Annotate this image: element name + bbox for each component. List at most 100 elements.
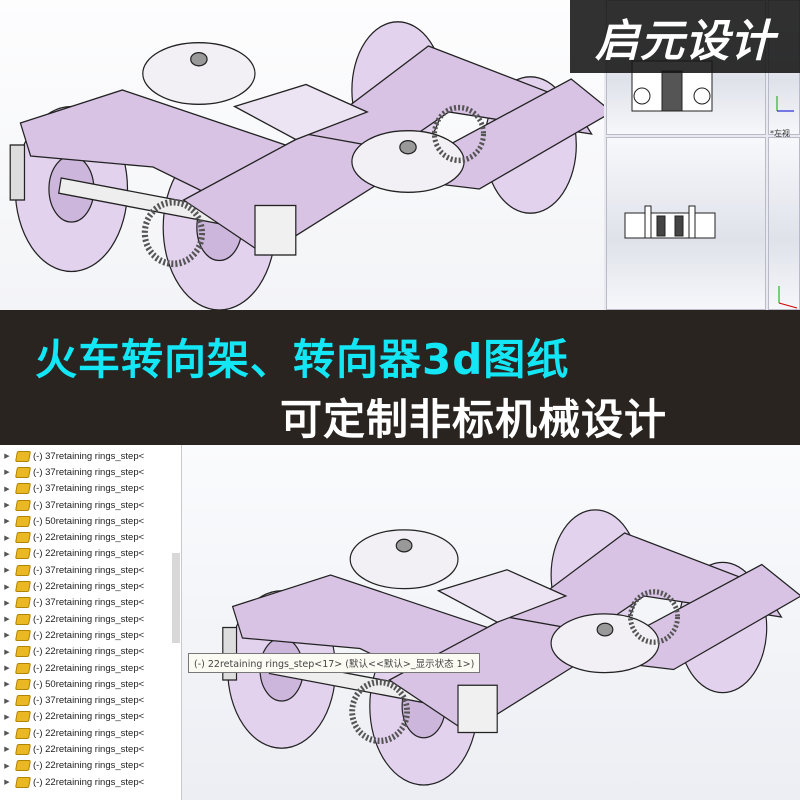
part-icon: [15, 548, 31, 560]
tree-item[interactable]: ▶ (-) 22retaining rings_step<: [0, 611, 181, 627]
part-icon: [15, 743, 31, 755]
expand-arrow-icon[interactable]: ▶: [4, 599, 10, 607]
tree-item[interactable]: ▶ (-) 22retaining rings_step<: [0, 709, 181, 725]
iso-view[interactable]: [768, 137, 800, 310]
tree-item-label: (-) 22retaining rings_step<: [33, 646, 145, 658]
tree-item-label: (-) 22retaining rings_step<: [33, 548, 145, 560]
expand-arrow-icon[interactable]: ▶: [4, 779, 10, 787]
bogie-model-bottom: [183, 445, 800, 800]
tree-item[interactable]: ▶ (-) 37retaining rings_step<: [0, 692, 181, 708]
expand-arrow-icon[interactable]: ▶: [4, 453, 10, 461]
part-icon: [15, 564, 31, 576]
expand-arrow-icon[interactable]: ▶: [4, 697, 10, 705]
tree-item-label: (-) 37retaining rings_step<: [33, 466, 145, 478]
expand-arrow-icon[interactable]: ▶: [4, 534, 10, 542]
expand-arrow-icon[interactable]: ▶: [4, 518, 10, 526]
part-icon: [15, 597, 31, 609]
tree-item-label: (-) 22retaining rings_step<: [33, 760, 145, 772]
part-icon: [15, 581, 31, 593]
expand-arrow-icon[interactable]: ▶: [4, 502, 10, 510]
tree-item-label: (-) 37retaining rings_step<: [33, 597, 145, 609]
axis-triad-icon: [778, 286, 798, 309]
expand-arrow-icon[interactable]: ▶: [4, 550, 10, 558]
tree-item-label: (-) 22retaining rings_step<: [33, 727, 145, 739]
tree-item[interactable]: ▶ (-) 50retaining rings_step<: [0, 513, 181, 529]
tree-item[interactable]: ▶ (-) 22retaining rings_step<: [0, 774, 181, 790]
tree-item-label: (-) 22retaining rings_step<: [33, 711, 145, 723]
part-icon: [15, 678, 31, 690]
tree-item-label: (-) 22retaining rings_step<: [33, 629, 145, 641]
tree-item[interactable]: ▶ (-) 22retaining rings_step<: [0, 529, 181, 545]
expand-arrow-icon[interactable]: ▶: [4, 762, 10, 770]
tree-item[interactable]: ▶ (-) 22retaining rings_step<: [0, 546, 181, 562]
tree-item[interactable]: ▶ (-) 37retaining rings_step<: [0, 595, 181, 611]
expand-arrow-icon[interactable]: ▶: [4, 648, 10, 656]
tree-item-label: (-) 37retaining rings_step<: [33, 564, 145, 576]
cad-top-screenshot: *左视 启元设计: [0, 0, 800, 310]
cad-bottom-screenshot: ▶ (-) 37retaining rings_step< ▶ (-) 37retai…: [0, 445, 800, 800]
tree-item[interactable]: ▶ (-) 37retaining rings_step<: [0, 481, 181, 497]
expand-arrow-icon[interactable]: ▶: [4, 665, 10, 672]
part-icon: [15, 727, 31, 739]
expand-arrow-icon[interactable]: ▶: [4, 567, 10, 575]
axis-triad-icon: [776, 96, 794, 112]
tree-item-label: (-) 22retaining rings_step<: [33, 776, 145, 788]
expand-arrow-icon[interactable]: ▶: [4, 616, 10, 624]
expand-arrow-icon[interactable]: ▶: [4, 730, 10, 738]
part-icon: [15, 450, 31, 462]
expand-arrow-icon[interactable]: ▶: [4, 746, 10, 754]
tree-scrollbar[interactable]: [172, 553, 180, 643]
expand-arrow-icon[interactable]: ▶: [4, 681, 10, 689]
tree-item[interactable]: ▶ (-) 22retaining rings_step<: [0, 644, 181, 660]
tree-item-label: (-) 22retaining rings_step<: [33, 743, 145, 755]
expand-arrow-icon[interactable]: ▶: [4, 583, 10, 591]
top-view[interactable]: [606, 137, 766, 310]
tree-item-label: (-) 37retaining rings_step<: [33, 483, 145, 495]
tree-item[interactable]: ▶ (-) 22retaining rings_step<: [0, 758, 181, 774]
tree-item[interactable]: ▶ (-) 37retaining rings_step<: [0, 562, 181, 578]
part-icon: [15, 646, 31, 658]
tree-item-label: (-) 50retaining rings_step<: [33, 515, 145, 527]
promo-banner: 火车转向架、转向器3d图纸 可定制非标机械设计: [0, 310, 800, 445]
tree-item-label: (-) 37retaining rings_step<: [33, 499, 145, 511]
brand-logo: 启元设计: [570, 0, 800, 73]
expand-arrow-icon[interactable]: ▶: [4, 485, 10, 493]
banner-subtitle: 可定制非标机械设计: [280, 395, 668, 444]
tree-item[interactable]: ▶ (-) 22retaining rings_step<: [0, 741, 181, 757]
main-3d-view[interactable]: [0, 0, 605, 310]
part-icon: [15, 629, 31, 641]
tree-item-label: (-) 37retaining rings_step<: [33, 450, 145, 462]
tree-item[interactable]: ▶(-) 22retaining rings_step<: [0, 578, 181, 594]
expand-arrow-icon[interactable]: ▶: [4, 632, 10, 640]
part-icon: [15, 613, 31, 625]
part-icon: [15, 776, 31, 788]
tree-item[interactable]: ▶ (-) 50retaining rings_step<: [0, 676, 181, 692]
tree-item[interactable]: ▶ (-) 37retaining rings_step<: [0, 448, 181, 464]
expand-arrow-icon[interactable]: ▶: [4, 469, 10, 477]
tree-item[interactable]: ▶ (-) 22retaining rings_step<: [0, 660, 181, 676]
tree-item-label: (-) 22retaining rings_step<: [33, 613, 145, 625]
tree-item[interactable]: ▶ (-) 37retaining rings_step<: [0, 497, 181, 513]
tree-item[interactable]: ▶ (-) 22retaining rings_step<: [0, 627, 181, 643]
view-label: *左视: [770, 129, 790, 138]
tree-item[interactable]: ▶ (-) 37retaining rings_step<: [0, 464, 181, 480]
expand-arrow-icon[interactable]: ▶: [4, 713, 10, 721]
part-icon: [15, 499, 31, 511]
part-icon: [15, 760, 31, 772]
part-icon: [15, 515, 31, 527]
tree-item[interactable]: ▶ (-) 22retaining rings_step<: [0, 725, 181, 741]
part-icon: [15, 466, 31, 478]
feature-tree[interactable]: ▶ (-) 37retaining rings_step< ▶ (-) 37retai…: [0, 445, 182, 800]
part-icon: [15, 662, 31, 674]
main-3d-view-bottom[interactable]: [183, 445, 800, 800]
part-icon: [15, 483, 31, 495]
part-icon: [15, 695, 31, 707]
tree-item-label: (-) 22retaining rings_step<: [33, 532, 145, 544]
tree-item-label: (-) 50retaining rings_step<: [33, 678, 145, 690]
tree-item-label: (-) 22retaining rings_step<: [33, 662, 145, 674]
part-tooltip: (-) 22retaining rings_step<17> (默认<<默认>_…: [188, 653, 481, 673]
tree-item-label: (-) 37retaining rings_step<: [33, 695, 145, 707]
part-icon: [15, 532, 31, 544]
banner-title: 火车转向架、转向器3d图纸: [35, 335, 570, 384]
bogie-model-top: [0, 0, 605, 310]
